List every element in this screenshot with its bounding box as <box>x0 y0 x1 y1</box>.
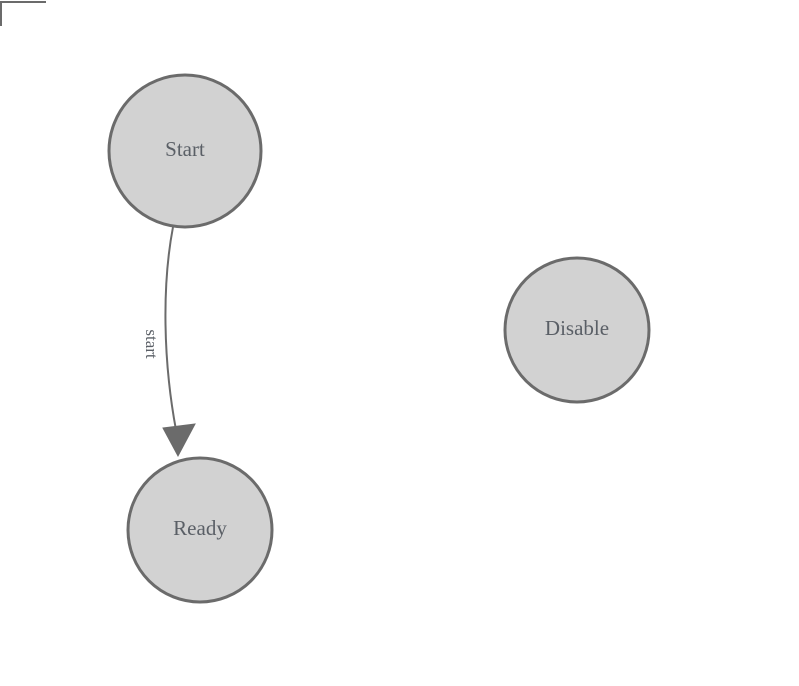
state-node-disable-circle[interactable] <box>503 256 651 404</box>
state-node-start-label: Start <box>165 137 205 161</box>
state-node-disable[interactable]: Disable <box>503 256 651 404</box>
frame-corner-bracket-icon <box>0 1 46 26</box>
state-node-ready[interactable]: Ready <box>126 456 274 604</box>
edge-label: start <box>142 329 161 359</box>
nodes-layer: Start Ready Disable <box>107 73 651 604</box>
state-node-disable-label: Disable <box>545 316 609 340</box>
state-node-start[interactable]: Start <box>107 73 263 229</box>
edges-layer: start <box>142 226 196 458</box>
state-node-ready-label: Ready <box>173 516 227 540</box>
arrowhead-icon <box>162 423 196 458</box>
state-node-start-circle[interactable] <box>107 73 263 229</box>
state-node-ready-circle[interactable] <box>126 456 274 604</box>
edge-line <box>164 226 177 431</box>
edge-start-to-ready[interactable]: start <box>142 226 196 458</box>
